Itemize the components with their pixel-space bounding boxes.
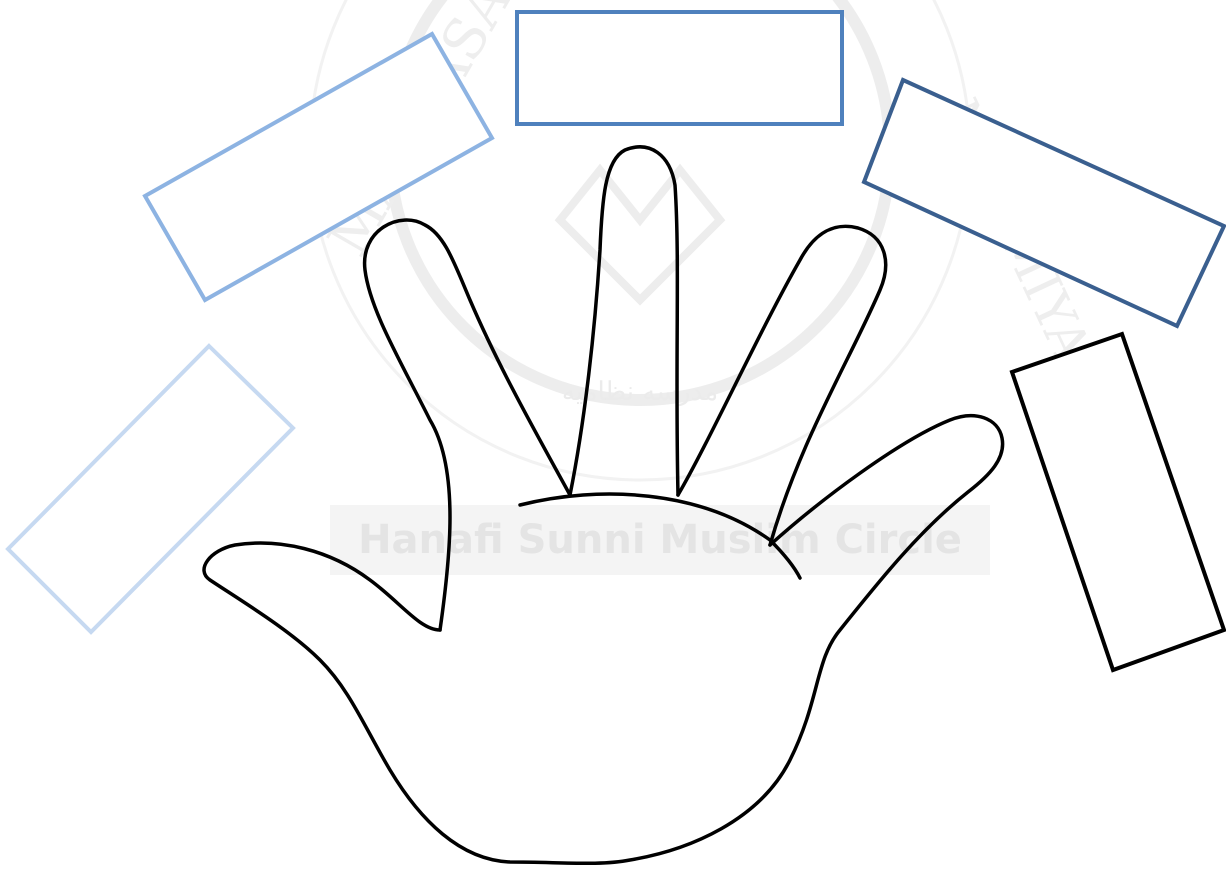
little-finger-outline bbox=[204, 416, 1003, 864]
label-box-thumb[interactable] bbox=[8, 346, 293, 632]
label-box-middle[interactable] bbox=[517, 12, 842, 124]
watermark-emblem bbox=[560, 170, 720, 300]
label-box-little[interactable] bbox=[1012, 334, 1224, 670]
